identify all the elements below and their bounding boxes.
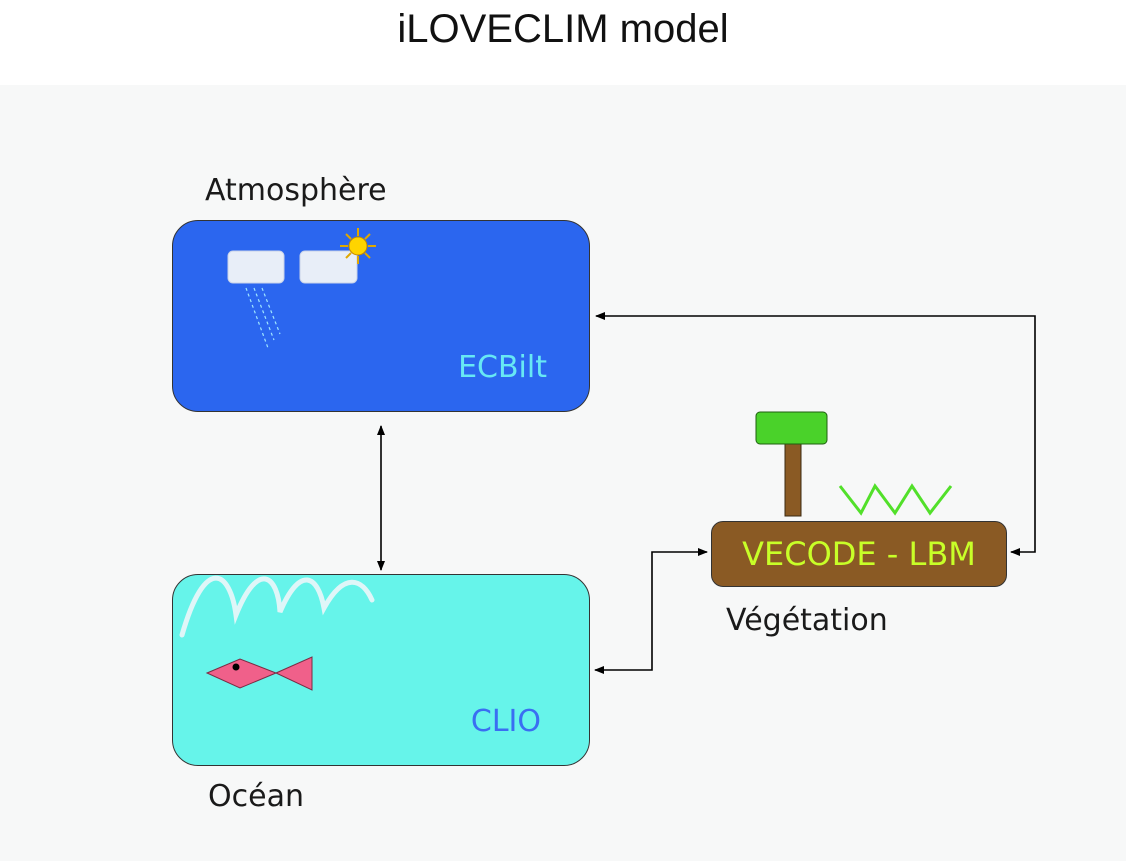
fish-icon — [205, 656, 313, 691]
sun-icon — [340, 228, 376, 264]
cloud-icon — [227, 250, 285, 284]
rain-icon — [245, 287, 281, 349]
cloud-icon — [299, 250, 358, 284]
tree-icon — [755, 411, 828, 517]
ocean-model-name: CLIO — [470, 704, 541, 739]
ocean-label: Océan — [208, 779, 304, 814]
wave-icon — [179, 575, 375, 638]
diagram-title: iLOVECLIM model — [397, 7, 729, 51]
atmosphere-label: Atmosphère — [205, 173, 387, 208]
vegetation-label: Végétation — [726, 603, 888, 638]
atmosphere-model-name: ECBilt — [458, 350, 547, 385]
grass-icon — [838, 483, 953, 516]
vegetation-atmosphere-arrow — [595, 312, 1036, 556]
ocean-vegetation-arrow — [594, 548, 708, 674]
